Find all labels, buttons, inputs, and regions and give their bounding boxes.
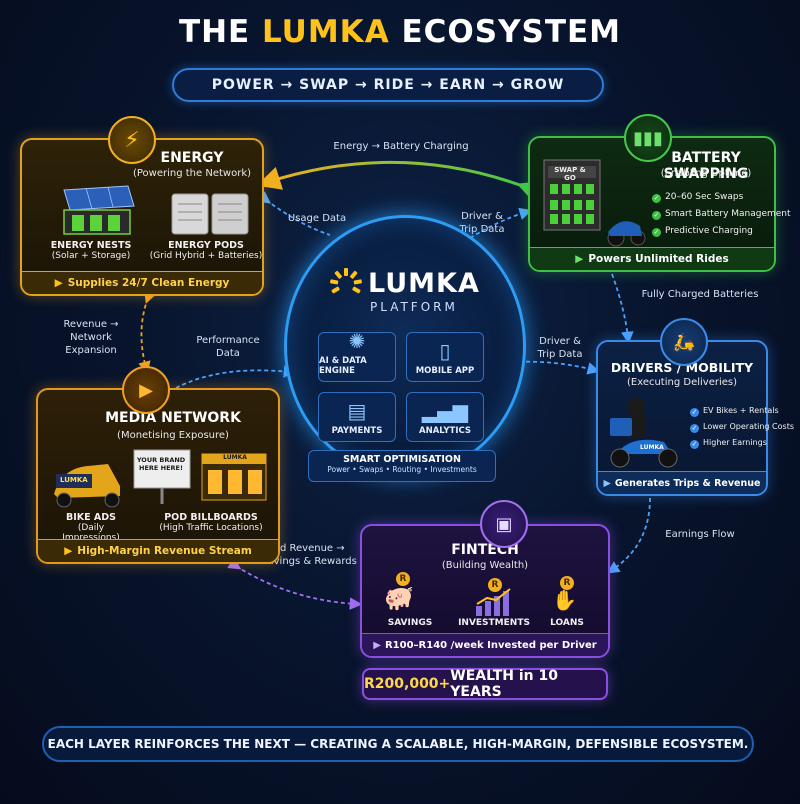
driver-trip-label-2: Driver & Trip Data — [537, 336, 583, 360]
battery-icon: ▮▮▮ — [624, 114, 672, 162]
billboard-text: YOUR BRAND HERE HERE! — [136, 456, 186, 472]
platform-brand: LUMKA — [368, 268, 480, 299]
earnings-flow-arrow — [606, 497, 651, 574]
wallet-icon: ▣ — [480, 500, 528, 548]
drivers-bullet: ✓EV Bikes + Rentals — [690, 406, 779, 417]
performance-arrow — [175, 365, 297, 389]
phone-icon: ▯ — [439, 339, 451, 363]
fintech-panel: FINTECH (Building Wealth) R 🐖 R R ✋ SAVI… — [360, 524, 610, 658]
smart-optimisation: SMART OPTIMISATION Power • Swaps • Routi… — [308, 450, 496, 482]
ad-revenue-arrow — [227, 557, 363, 610]
bike-brand: LUMKA — [60, 476, 88, 484]
driver-trip-arrow-1 — [469, 207, 533, 239]
media-footer: ▶High-Margin Revenue Stream — [38, 539, 278, 562]
play-icon: ▶ — [122, 366, 170, 414]
investment-chart-icon — [476, 588, 511, 616]
performance-label: Performance Data — [196, 335, 260, 359]
energy-panel: ENERGY (Powering the Network) ENERGY NES… — [20, 138, 264, 296]
loan-hand-icon: ✋ — [552, 588, 577, 612]
page-title: THE LUMKA ECOSYSTEM — [178, 14, 622, 50]
ai-data-engine-tile: ✺AI & DATA ENGINE — [318, 329, 396, 382]
swap-station-illustration — [543, 159, 646, 247]
energy-footer: ▶Supplies 24/7 Clean Energy — [22, 271, 262, 294]
loans-label: LOANS — [550, 618, 584, 628]
driver-trip-label-1: Driver & Trip Data — [459, 211, 505, 235]
scooter-brand: LUMKA — [640, 444, 664, 451]
battery-bullet: ✓20–60 Sec Swaps — [652, 192, 744, 203]
energy-battery-label: Energy → Battery Charging — [333, 141, 469, 152]
wallet-icon: ▤ — [347, 399, 367, 423]
coin-icon: R — [396, 572, 410, 586]
savings-label: SAVINGS — [387, 618, 433, 628]
coin-icon: R — [488, 578, 502, 592]
wealth-badge: R200,000+ WEALTH in 10 YEARS — [362, 668, 608, 700]
scooter-icon: 🛵 — [660, 318, 708, 366]
bottom-banner: EACH LAYER REINFORCES THE NEXT — CREATIN… — [42, 726, 754, 762]
fully-charged-label: Fully Charged Batteries — [641, 289, 759, 300]
battery-footer: ▶Powers Unlimited Rides — [530, 247, 774, 270]
energy-battery-arrow — [256, 160, 544, 204]
lumka-logo-icon — [330, 268, 362, 294]
coin-icon: R — [560, 576, 574, 590]
drivers-bullet: ✓Lower Operating Costs — [690, 422, 794, 433]
flow-banner: POWER → SWAP → RIDE → EARN → GROW — [172, 68, 604, 102]
fully-charged-arrow — [611, 273, 634, 345]
brain-icon: ✺ — [348, 329, 366, 353]
analytics-tile: ▂▄▆ANALYTICS — [406, 392, 484, 442]
piggy-bank-icon: 🐖 — [384, 584, 414, 612]
revenue-network-arrow — [138, 289, 157, 375]
media-network-panel: MEDIA NETWORK (Monetising Exposure) LUMK… — [36, 388, 280, 564]
platform-sub: PLATFORM — [370, 300, 458, 314]
lightning-icon: ⚡ — [108, 116, 156, 164]
drivers-footer: ▶Generates Trips & Revenue — [598, 471, 766, 494]
energy-nest-illustration — [63, 185, 135, 235]
store-sign: LUMKA — [223, 454, 247, 461]
driver-scooter-illustration — [610, 397, 678, 468]
media-illustration — [54, 449, 267, 508]
energy-pod-illustration — [171, 193, 249, 235]
bar-chart-icon: ▂▄▆ — [421, 399, 469, 423]
investments-label: INVESTMENTS — [458, 618, 530, 628]
drivers-mobility-panel: DRIVERS / MOBILITY (Executing Deliveries… — [596, 340, 794, 496]
usage-data-arrow — [257, 191, 331, 236]
earnings-flow-label: Earnings Flow — [665, 529, 735, 540]
fintech-footer: ▶R100–R140 /week Invested per Driver — [362, 633, 608, 656]
usage-data-label: Usage Data — [287, 213, 347, 224]
payments-tile: ▤PAYMENTS — [318, 392, 396, 442]
battery-bullet: ✓Smart Battery Management — [652, 209, 791, 220]
battery-bullet: ✓Predictive Charging — [652, 226, 753, 237]
mobile-app-tile: ▯MOBILE APP — [406, 332, 484, 382]
drivers-bullet: ✓Higher Earnings — [690, 438, 767, 449]
station-sign: SWAP & GO — [554, 166, 586, 182]
revenue-network-label: Revenue → Network Expansion — [63, 319, 119, 356]
